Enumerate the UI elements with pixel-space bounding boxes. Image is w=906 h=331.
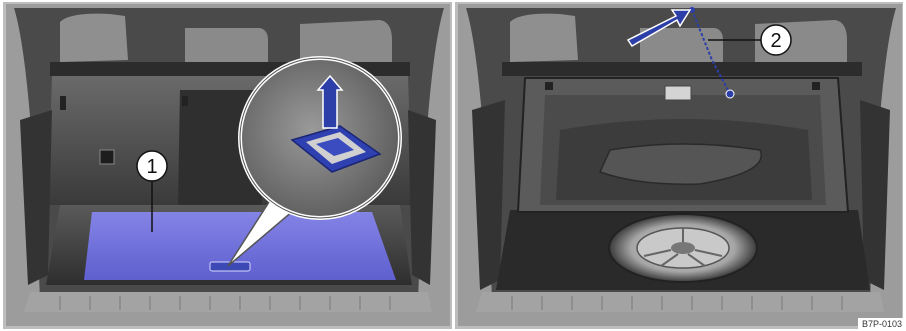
left-panel: 1: [3, 2, 452, 329]
rear-seat-right: [300, 20, 392, 62]
image-code: B7P-0103: [862, 319, 902, 329]
side-switch-icon: [100, 150, 114, 164]
callout-2-label: 2: [770, 30, 781, 52]
panel-divider: [452, 0, 455, 331]
right-panel: 2: [455, 2, 903, 329]
rear-seat-left: [60, 14, 128, 62]
callout-1-label: 1: [146, 156, 157, 178]
rear-seat-center: [185, 28, 268, 62]
